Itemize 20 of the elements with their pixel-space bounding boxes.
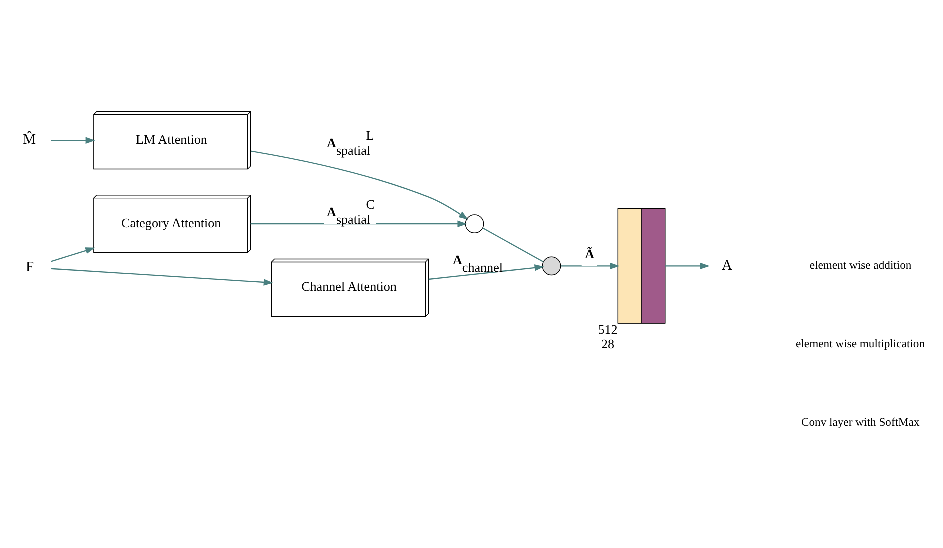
node-text: F: [26, 259, 34, 276]
arrow: [250, 150, 468, 220]
arrow: [428, 264, 544, 280]
legend-label: element wise multiplication: [796, 337, 926, 350]
node-label: 28: [601, 336, 615, 352]
arrow: [560, 262, 620, 270]
arrow: [250, 220, 468, 228]
arrow: [665, 262, 710, 270]
node-label: 512: [598, 322, 618, 338]
arrow: [51, 268, 274, 286]
arrow: [51, 248, 96, 262]
legend-label: Conv layer with SoftMax: [802, 416, 920, 429]
node-text: A: [722, 258, 732, 274]
connector: [482, 228, 544, 263]
edge-label: Ã: [585, 246, 595, 262]
legend-label: element wise addition: [810, 258, 912, 272]
node-text: M̂: [23, 132, 36, 148]
arrow: [51, 137, 96, 144]
node-circle: [465, 214, 484, 234]
node-circle: [542, 256, 562, 276]
